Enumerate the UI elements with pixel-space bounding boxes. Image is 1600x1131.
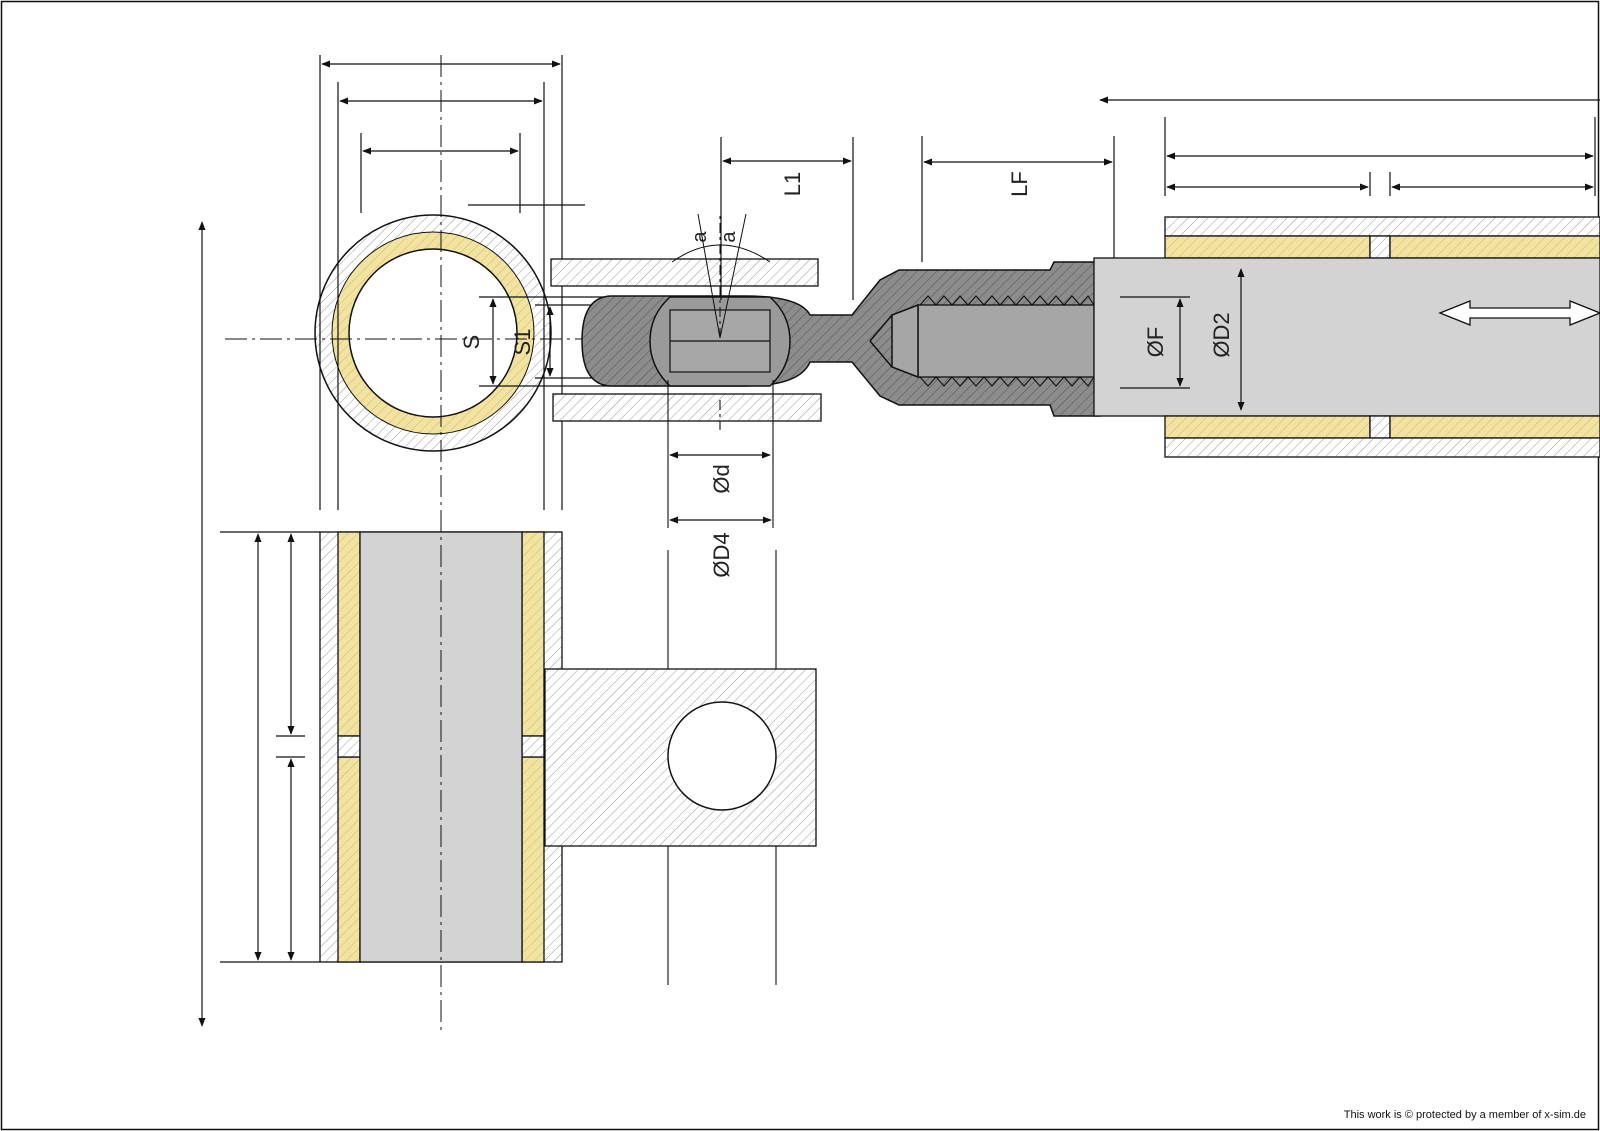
label-phi-d: Ød	[709, 464, 734, 493]
label-phi-f: ØF	[1143, 327, 1168, 358]
label-s1: S1	[510, 329, 535, 356]
label-alpha-left: a	[689, 231, 711, 243]
cylinder-length-dimensions	[1099, 96, 1600, 196]
thread-teeth	[919, 295, 1095, 387]
label-alpha-right: a	[718, 231, 740, 243]
label-phi-d2: ØD2	[1209, 312, 1234, 357]
bearing-end-view	[314, 214, 552, 452]
label-l1: L1	[780, 172, 805, 196]
copyright-notice: This work is © protected by a member of …	[1343, 1109, 1586, 1121]
cylinder-diameter-dimensions	[1120, 268, 1245, 411]
label-s: S	[459, 335, 484, 350]
label-lf: LF	[1007, 171, 1032, 197]
motion-double-arrow	[1438, 300, 1600, 326]
length-dimensions	[720, 136, 1115, 300]
bearing-side-view	[319, 531, 817, 963]
label-phi-d4: ØD4	[709, 532, 734, 577]
rod-end-section	[581, 261, 1101, 417]
side-view-dimensions	[220, 531, 320, 963]
clevis-plates	[550, 258, 822, 422]
cylinder-section	[1093, 216, 1600, 458]
